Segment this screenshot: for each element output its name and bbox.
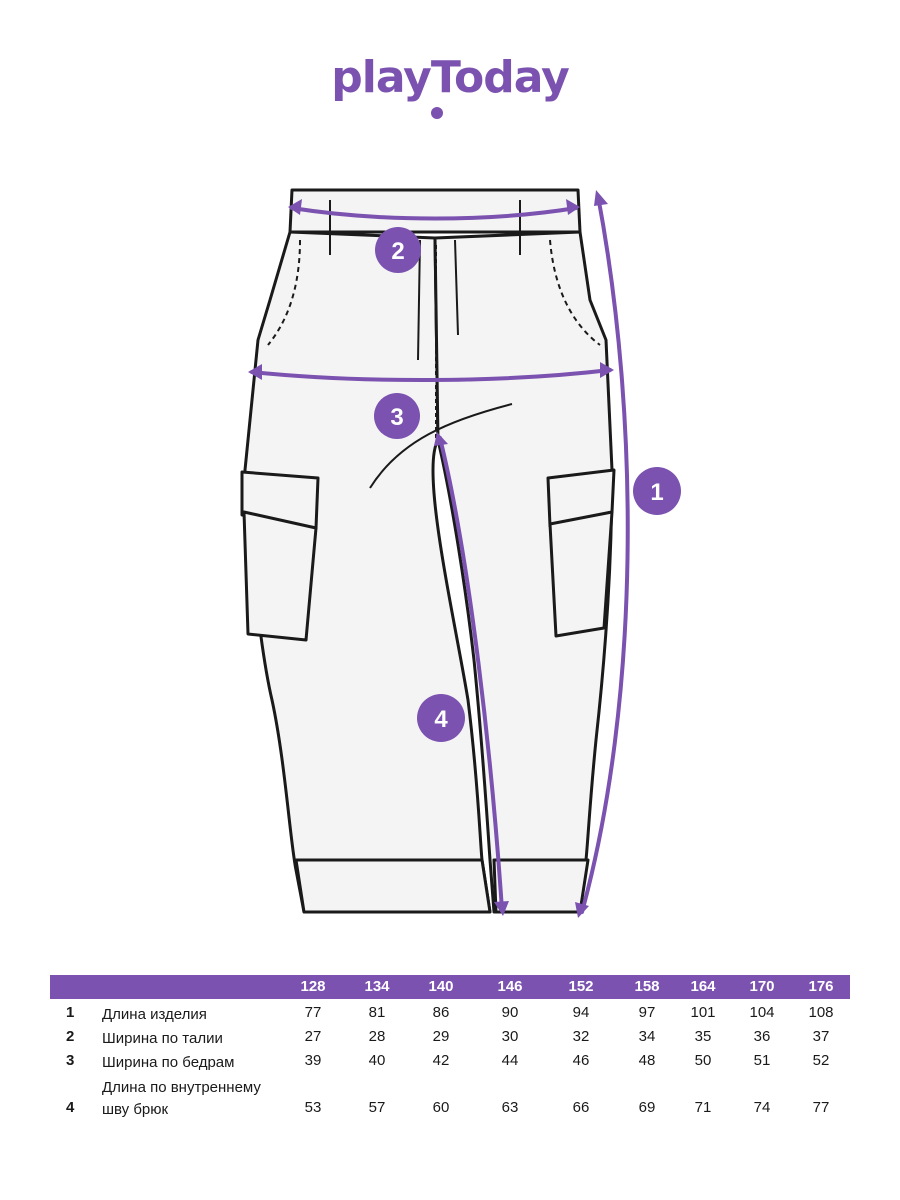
cell-value: 42 <box>432 1052 450 1069</box>
logo-dot <box>431 107 443 119</box>
cell-value: 77 <box>812 1099 830 1116</box>
cell-value: 53 <box>304 1099 322 1116</box>
cell-value: 90 <box>501 1004 519 1021</box>
row-label: Длина по внутреннему шву брюк <box>102 1079 261 1118</box>
row-label: Ширина по талии <box>102 1030 223 1047</box>
cell-value: 34 <box>638 1028 656 1045</box>
size-header-row: 128 134 140 146 152 158 164 170 176 <box>50 975 850 999</box>
cell-value: 52 <box>812 1052 830 1069</box>
cell-value: 39 <box>304 1052 322 1069</box>
row-number: 2 <box>66 1028 75 1045</box>
marker-3: 3 <box>390 404 403 431</box>
cell-value: 32 <box>572 1028 590 1045</box>
cell-value: 29 <box>432 1028 450 1045</box>
measurement-arrowheads <box>248 190 614 918</box>
cell-value: 35 <box>694 1028 712 1045</box>
cell-value: 97 <box>638 1004 656 1021</box>
brand-logo: playToday <box>331 52 570 103</box>
cell-value: 57 <box>368 1099 386 1116</box>
pants-details <box>267 200 601 489</box>
cell-value: 28 <box>368 1028 386 1045</box>
cell-value: 48 <box>638 1052 656 1069</box>
cell-value: 40 <box>368 1052 386 1069</box>
marker-4: 4 <box>434 706 448 733</box>
cell-value: 44 <box>501 1052 519 1069</box>
cell-value: 94 <box>572 1004 590 1021</box>
cell-value: 63 <box>501 1099 519 1116</box>
size-header: 128 <box>300 978 326 995</box>
cell-value: 30 <box>501 1028 519 1045</box>
row-number: 4 <box>66 1099 75 1116</box>
marker-1: 1 <box>650 479 663 506</box>
cell-value: 108 <box>808 1004 834 1021</box>
cell-value: 77 <box>304 1004 322 1021</box>
cell-value: 86 <box>432 1004 450 1021</box>
table-row: 1 Длина изделия 77 81 86 90 94 97 101 10… <box>50 1004 850 1028</box>
table-row: 2 Ширина по талии 27 28 29 30 32 34 35 3… <box>50 1028 850 1052</box>
cell-value: 27 <box>304 1028 322 1045</box>
cell-value: 36 <box>753 1028 771 1045</box>
cell-value: 60 <box>432 1099 450 1116</box>
cell-value: 51 <box>753 1052 771 1069</box>
cell-value: 50 <box>694 1052 712 1069</box>
cell-value: 104 <box>749 1004 775 1021</box>
row-label: Длина изделия <box>102 1006 207 1023</box>
table-row: 3 Ширина по бедрам 39 40 42 44 46 48 50 … <box>50 1052 850 1076</box>
size-header: 146 <box>497 978 523 995</box>
size-header: 134 <box>364 978 390 995</box>
row-label: Ширина по бедрам <box>102 1054 235 1071</box>
measurement-lines <box>250 194 630 914</box>
size-header: 140 <box>428 978 454 995</box>
pants-outline <box>240 188 616 914</box>
size-header: 176 <box>808 978 834 995</box>
marker-circles <box>374 227 681 742</box>
cell-value: 81 <box>368 1004 386 1021</box>
marker-2: 2 <box>391 238 404 265</box>
row-number: 1 <box>66 1004 75 1021</box>
cell-value: 66 <box>572 1099 590 1116</box>
cell-value: 71 <box>694 1099 712 1116</box>
cell-value: 101 <box>690 1004 716 1021</box>
size-header: 164 <box>690 978 716 995</box>
cell-value: 37 <box>812 1028 830 1045</box>
cell-value: 69 <box>638 1099 656 1116</box>
size-header: 170 <box>749 978 775 995</box>
pants-measurement-diagram: 2 3 1 4 <box>240 188 681 918</box>
table-row: 4 Длина по внутреннему шву брюк 53 57 60… <box>50 1077 850 1143</box>
size-header: 152 <box>568 978 594 995</box>
cell-value: 46 <box>572 1052 590 1069</box>
cell-value: 74 <box>753 1099 771 1116</box>
row-number: 3 <box>66 1052 75 1069</box>
size-header: 158 <box>634 978 660 995</box>
